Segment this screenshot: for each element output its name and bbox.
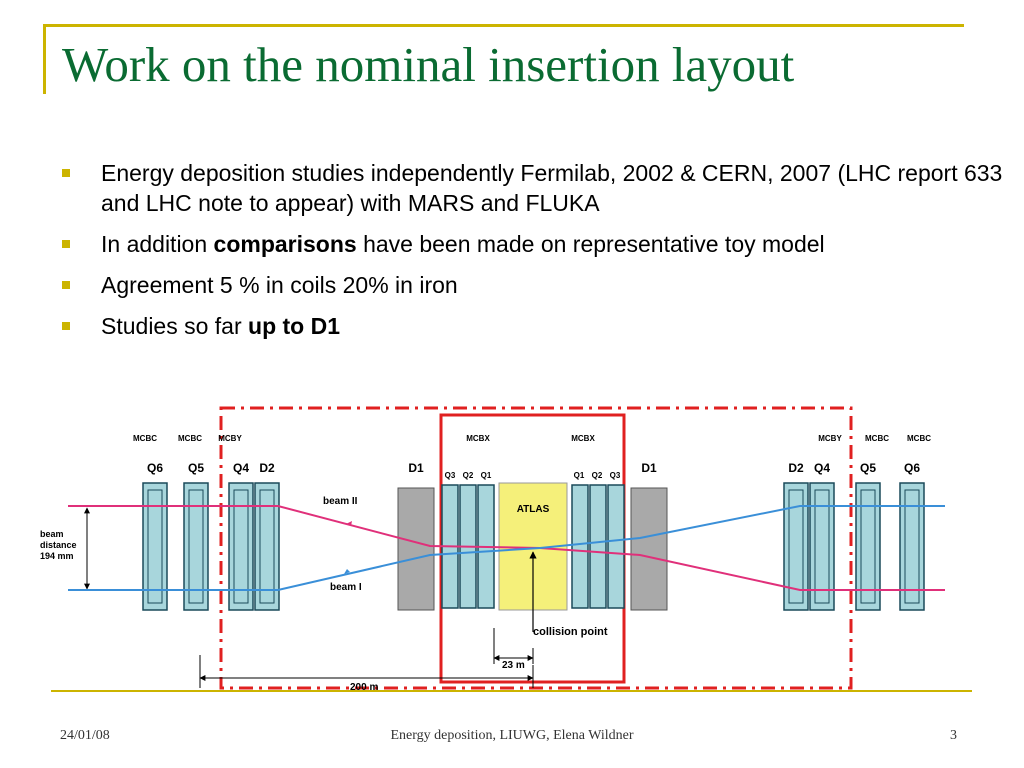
corrector-label: MCBC [133, 434, 157, 443]
dim-23m-label: 23 m [502, 660, 525, 671]
beam-distance-label-2: distance [40, 540, 77, 550]
magnet-label: D1 [408, 461, 424, 475]
square-bullet-icon [62, 240, 70, 248]
triplet-label: Q1 [574, 471, 585, 480]
dim-200m-label: 200 m [350, 682, 378, 693]
bullet-text: In addition [101, 231, 214, 257]
magnet-label: Q4 [814, 461, 830, 475]
bullet-text: Studies so far [101, 313, 249, 339]
corrector-label: MCBC [907, 434, 931, 443]
magnet-q5-left [183, 482, 209, 611]
magnet-label: Q5 [860, 461, 876, 475]
square-bullet-icon [62, 281, 70, 289]
beam-distance-label-3: 194 mm [40, 551, 74, 561]
magnet-d2-right [783, 482, 809, 611]
bullet-bold-text: up to D1 [248, 313, 341, 339]
atlas-label: ATLAS [517, 504, 550, 515]
footer-page-number: 3 [950, 728, 957, 743]
bullet-text: have been made on representative toy mod… [356, 231, 825, 257]
bullet-item: In addition comparisons have been made o… [60, 229, 1010, 259]
collision-point-label: collision point [533, 626, 608, 638]
beam-2-label: beam II [323, 496, 358, 507]
beam-1-label: beam I [330, 582, 362, 593]
dipole-d1-right [630, 487, 668, 611]
title-frame-left-rule [43, 24, 46, 94]
dipole-d1-left [397, 487, 435, 611]
bullet-item: Agreement 5 % in coils 20% in iron [60, 270, 1010, 300]
magnet-q6-left [142, 482, 168, 611]
beam-1-direction-arrow [344, 569, 350, 574]
magnet-label: D1 [641, 461, 657, 475]
bullet-text: Energy deposition studies independently … [101, 160, 1003, 216]
corrector-label: MCBC [865, 434, 889, 443]
title-frame-top-rule [43, 24, 964, 27]
footer-rule [51, 690, 972, 692]
magnet-q5-right [855, 482, 881, 611]
magnet-q6-right [899, 482, 925, 611]
magnet-inner-strips [147, 489, 920, 604]
magnet-label: Q6 [904, 461, 920, 475]
magnet-label: Q4 [233, 461, 249, 475]
triplet-label: Q3 [610, 471, 621, 480]
corrector-label: MCBX [466, 434, 490, 443]
corrector-label: MCBX [571, 434, 595, 443]
triplet-label: Q1 [481, 471, 492, 480]
magnet-q1-right [571, 484, 589, 609]
bullet-text: Agreement 5 % in coils 20% in iron [101, 272, 458, 298]
bullet-item: Studies so far up to D1 [60, 311, 1010, 341]
bullet-list: Energy deposition studies independently … [60, 158, 1010, 352]
insertion-layout-diagram: beam distance 194 mm ATLAS beam I [40, 406, 945, 693]
magnet-q4-right [809, 482, 835, 611]
beam-2-direction-arrow [346, 521, 352, 526]
triplet-label: Q3 [445, 471, 456, 480]
corrector-label: MCBY [218, 434, 242, 443]
magnet-label: D2 [259, 461, 275, 475]
bullet-item: Energy deposition studies independently … [60, 158, 1010, 218]
square-bullet-icon [62, 169, 70, 177]
magnet-label: Q6 [147, 461, 163, 475]
beam-1-line [68, 505, 945, 591]
magnet-label: D2 [788, 461, 804, 475]
bullet-bold-text: comparisons [213, 231, 357, 257]
square-bullet-icon [62, 322, 70, 330]
triplet-label: Q2 [592, 471, 603, 480]
magnet-q4-left [228, 482, 254, 611]
magnet-d2-left [254, 482, 280, 611]
triplet-label: Q2 [463, 471, 474, 480]
slide-title: Work on the nominal insertion layout [62, 37, 795, 92]
outer-dashdot-box [219, 406, 853, 690]
corrector-label: MCBC [178, 434, 202, 443]
magnet-q3-right [607, 484, 625, 609]
diagram-labels: MCBC MCBC MCBY MCBX MCBX MCBY MCBC MCBC Q6 Q5 Q4 D2… [133, 434, 931, 480]
corrector-label: MCBY [818, 434, 842, 443]
footer-title: Energy deposition, LIUWG, Elena Wildner [390, 728, 634, 743]
magnet-q2-right [589, 484, 607, 609]
footer-date: 24/01/08 [60, 728, 110, 743]
magnet-label: Q5 [188, 461, 204, 475]
beam-distance-label-1: beam [40, 529, 64, 539]
